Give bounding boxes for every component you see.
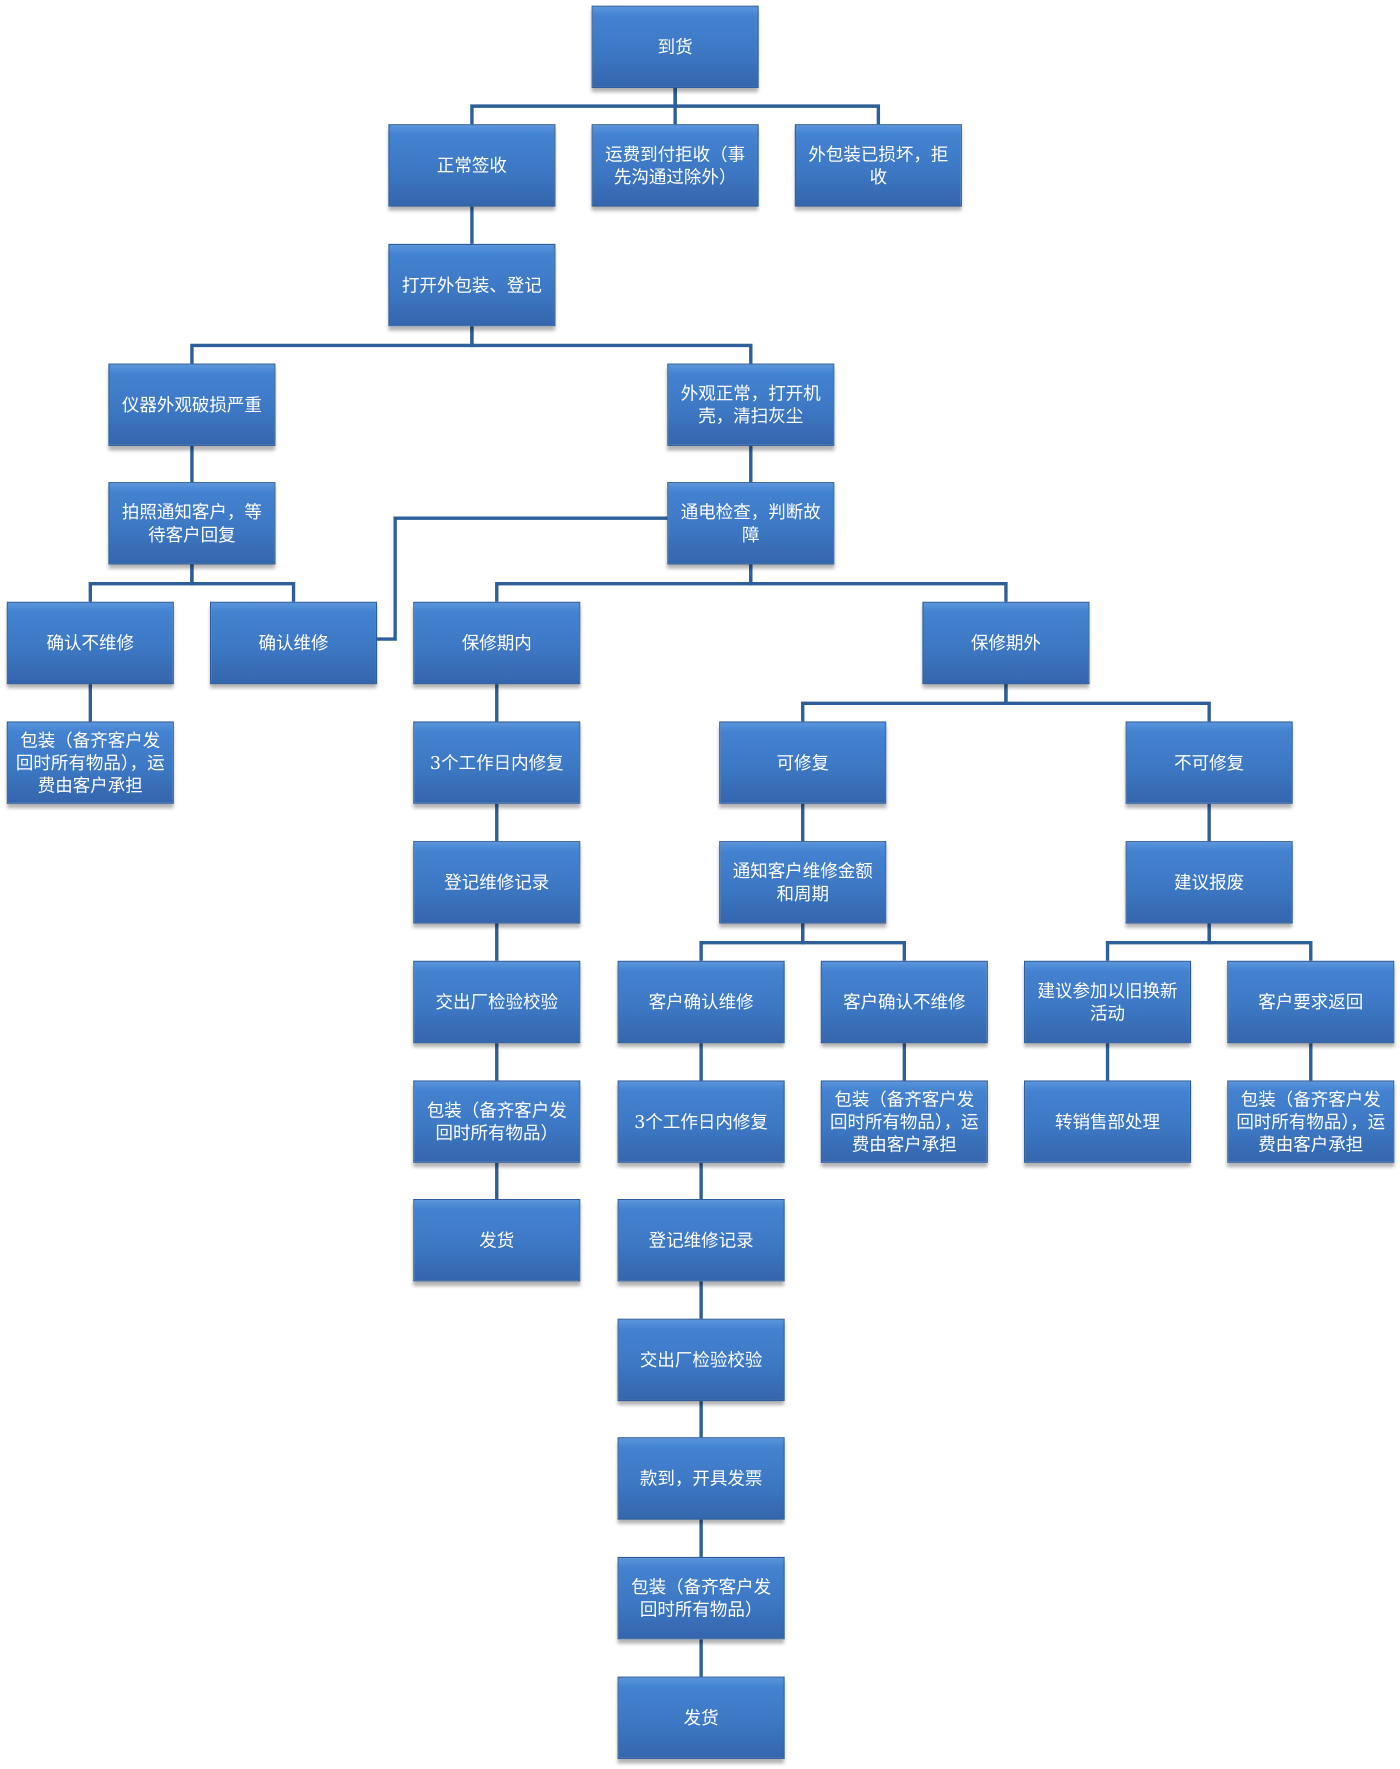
node-pack-2: 包装（备齐客户发回时所有物品） <box>617 1556 785 1640</box>
connector-open-register-to-appearance-ok <box>470 326 753 364</box>
connector-suggest-scrap-to-trade-in <box>1105 923 1211 961</box>
connector-photo-notify-to-confirm-repair <box>190 564 296 602</box>
connector-suggest-scrap-to-customer-return <box>1207 923 1313 961</box>
node-confirm-repair: 确认维修 <box>209 601 378 685</box>
node-customer-confirm-no-repair: 客户确认不维修 <box>820 960 988 1044</box>
node-customer-confirm-repair: 客户确认维修 <box>617 960 785 1044</box>
node-payment-invoice: 款到，开具发票 <box>617 1437 785 1520</box>
node-out-warranty: 保修期外 <box>922 601 1090 685</box>
node-ship-1: 发货 <box>413 1198 581 1282</box>
connector-photo-notify-to-confirm-no-repair <box>88 564 194 602</box>
node-normal-sign: 正常签收 <box>388 124 556 207</box>
connector-out-warranty-to-not-repairable <box>1004 684 1211 722</box>
connector-notify-cost-to-customer-confirm-repair <box>699 923 805 961</box>
connector-open-register-to-severe-damage <box>190 326 474 364</box>
node-confirm-no-repair: 确认不维修 <box>6 601 174 685</box>
node-package-damaged-reject: 外包装已损坏，拒收 <box>794 124 962 207</box>
node-pack-1: 包装（备齐客户发回时所有物品） <box>413 1080 581 1163</box>
node-repair-3days-1: 3个工作日内修复 <box>413 721 581 804</box>
connector-confirm-repair-to-power-check <box>377 516 668 641</box>
node-ship-2: 发货 <box>617 1676 785 1759</box>
connector-out-warranty-to-repairable <box>801 684 1008 722</box>
node-severe-damage: 仪器外观破损严重 <box>108 363 276 446</box>
node-pack-return-3: 包装（备齐客户发回时所有物品），运费由客户承担 <box>1227 1080 1395 1163</box>
node-factory-check-2: 交出厂检验校验 <box>617 1318 785 1402</box>
node-appearance-ok: 外观正常，打开机壳，清扫灰尘 <box>667 363 835 446</box>
node-freight-reject: 运费到付拒收（事先沟通过除外） <box>591 124 759 207</box>
node-in-warranty: 保修期内 <box>413 601 581 685</box>
connector-arrival-to-package-damaged-reject <box>673 88 881 125</box>
connector-power-check-to-out-warranty <box>749 564 1008 602</box>
node-repairable: 可修复 <box>719 721 887 804</box>
node-notify-cost: 通知客户维修金额和周期 <box>719 841 887 924</box>
node-trade-in: 建议参加以旧换新活动 <box>1024 960 1192 1044</box>
node-photo-notify: 拍照通知客户，等待客户回复 <box>108 482 276 565</box>
node-factory-check-1: 交出厂检验校验 <box>413 960 581 1044</box>
node-repair-3days-2: 3个工作日内修复 <box>617 1080 785 1163</box>
connector-power-check-to-in-warranty <box>495 564 753 602</box>
node-record-1: 登记维修记录 <box>413 841 581 924</box>
node-open-register: 打开外包装、登记 <box>388 243 556 327</box>
connector-arrival-to-normal-sign <box>470 88 677 125</box>
node-power-check: 通电检查，判断故障 <box>667 482 835 565</box>
connector-notify-cost-to-customer-confirm-no-repair <box>801 923 907 961</box>
node-not-repairable: 不可修复 <box>1125 721 1293 804</box>
node-sales-dept: 转销售部处理 <box>1024 1080 1192 1163</box>
node-pack-return-2: 包装（备齐客户发回时所有物品），运费由客户承担 <box>820 1080 988 1163</box>
node-record-2: 登记维修记录 <box>617 1198 785 1282</box>
node-customer-return: 客户要求返回 <box>1227 960 1395 1044</box>
node-suggest-scrap: 建议报废 <box>1125 841 1293 924</box>
node-pack-return-1: 包装（备齐客户发回时所有物品），运费由客户承担 <box>6 721 174 804</box>
node-arrival: 到货 <box>591 5 759 89</box>
